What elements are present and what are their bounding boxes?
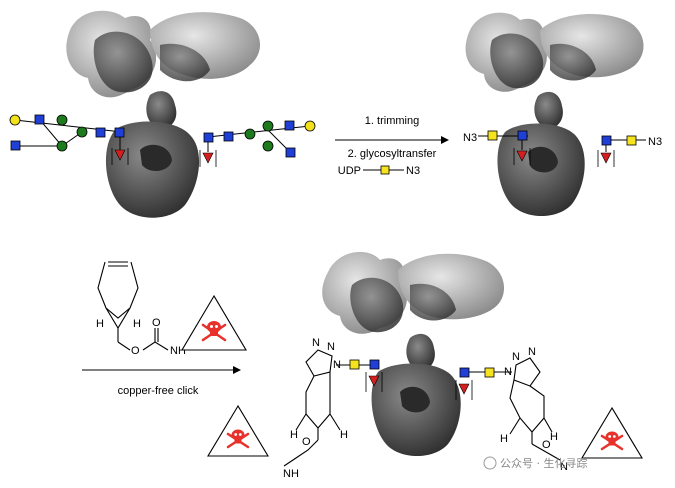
atom-n-triazole-l1: N — [312, 337, 320, 349]
step2-label-click: copper-free click — [118, 385, 199, 397]
watermark: 公众号 · 生化寻踪 — [483, 456, 588, 470]
bcn-toxin-reagent — [97, 261, 169, 351]
galnaz-square — [349, 359, 360, 370]
atom-o-ether: O — [131, 345, 140, 357]
azido-glycan-right: N3 — [597, 135, 662, 167]
glcnac-square — [459, 367, 470, 378]
fucose-triangle — [516, 150, 528, 162]
atom-h-conj-right: H — [340, 429, 348, 441]
glcnac-square — [34, 114, 45, 125]
atom-nh-conj-right: N — [560, 461, 568, 473]
reagent-azide: N3 — [406, 165, 420, 177]
glcnac-square — [369, 359, 380, 370]
galnaz-square — [626, 135, 637, 146]
azido-glycan-left: N3 — [463, 130, 531, 165]
mannose-circle — [244, 128, 256, 140]
toxin-triangle-left — [207, 404, 269, 457]
mannose-circle — [56, 114, 68, 126]
glcnac-square — [601, 135, 612, 146]
atom-nh-conj-left: NH — [283, 468, 299, 480]
mannose-circle — [56, 140, 68, 152]
glcnac-square — [285, 147, 296, 158]
skull-crossbones-icon — [600, 431, 624, 451]
atom-n-triazole-r2: N — [528, 346, 536, 358]
mannose-circle — [262, 120, 274, 132]
step2-arrow: copper-free click — [82, 366, 241, 397]
atom-n-triazole-r3: N — [504, 366, 512, 378]
fucose-triangle — [368, 375, 380, 387]
mannose-circle — [262, 140, 274, 152]
atom-o-carbonyl: O — [152, 317, 161, 329]
toxin-triangle-right — [581, 406, 643, 459]
toxin-triangle-reagent — [181, 294, 247, 351]
atom-o-conj-ether: O — [302, 436, 311, 448]
galactose-circle — [9, 114, 21, 126]
antibody-azide — [465, 12, 644, 216]
glcnac-square — [10, 140, 21, 151]
atom-h-conj-r1: H — [500, 433, 508, 445]
triazole-linker-left — [283, 349, 378, 467]
azide-label-right: N3 — [648, 136, 662, 148]
reagent-udp: UDP — [338, 165, 361, 177]
atom-n-triazole-l2: N — [327, 341, 335, 353]
mannose-circle — [76, 126, 88, 138]
atom-h-conj-r2: H — [550, 431, 558, 443]
step1-label-glycosyltransfer: 2. glycosyltransfer — [348, 148, 437, 160]
glcnac-square — [223, 131, 234, 142]
glcnac-square — [114, 127, 125, 138]
atom-n-triazole-r1: N — [512, 351, 520, 363]
galnaz-square — [484, 367, 495, 378]
glycan-right-native — [199, 120, 316, 167]
atom-o-conj-r: O — [542, 439, 551, 451]
fucose-triangle — [458, 383, 470, 395]
glcnac-square — [284, 120, 295, 131]
skull-crossbones-icon — [201, 321, 227, 342]
watermark-text: 公众号 · 生化寻踪 — [500, 456, 588, 470]
atom-h-conj-left: H — [290, 429, 298, 441]
antibody-drug-conjugate — [322, 251, 505, 456]
galnaz-square — [487, 130, 498, 141]
glcnac-square — [203, 132, 214, 143]
glycan-left-native — [9, 114, 129, 165]
atom-nh-reagent: NH — [170, 345, 186, 357]
fucose-triangle — [600, 152, 612, 164]
fucose-triangle — [114, 149, 126, 161]
glcnac-square — [517, 130, 528, 141]
atom-h-right: H — [133, 318, 141, 330]
glcnac-square — [95, 127, 106, 138]
galactose-circle — [304, 120, 316, 132]
azide-label-left: N3 — [463, 132, 477, 144]
atom-n-triazole-l3: N — [333, 359, 341, 371]
step1-arrow: 1. trimming 2. glycosyltransfer UDP N3 — [335, 115, 449, 177]
antibody-native — [66, 10, 261, 218]
step1-label-trimming: 1. trimming — [365, 115, 419, 127]
atom-h-left: H — [96, 318, 104, 330]
skull-crossbones-icon — [226, 429, 250, 449]
fucose-triangle — [202, 152, 214, 164]
galnaz-square — [380, 165, 390, 175]
